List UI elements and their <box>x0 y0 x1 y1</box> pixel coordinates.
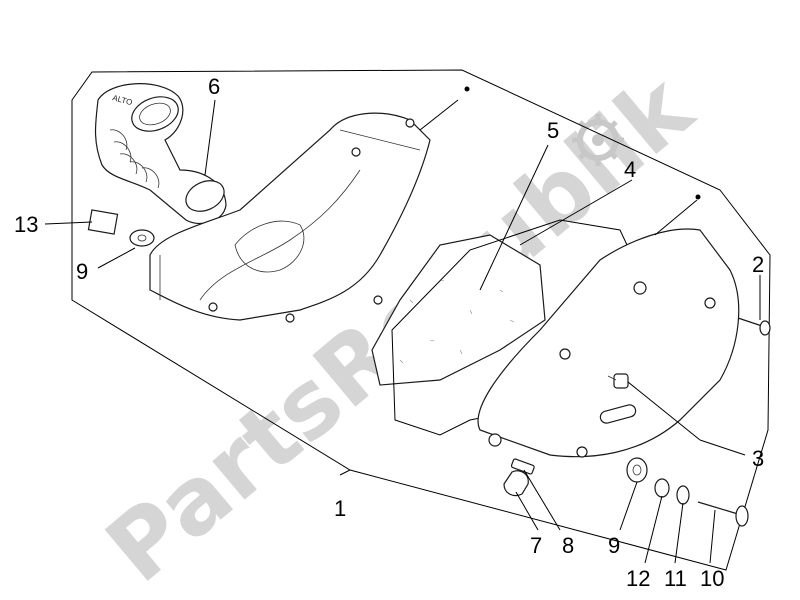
drain-fitting <box>510 458 535 475</box>
callout-9-left: 9 <box>76 259 88 284</box>
marker-dot <box>695 194 701 200</box>
callout-2: 2 <box>752 252 764 277</box>
cover-screw <box>607 373 629 389</box>
callout-12: 12 <box>626 566 650 591</box>
callout-7: 7 <box>530 533 542 558</box>
lock-washer-11 <box>676 485 690 505</box>
air-box-body <box>149 112 431 323</box>
callout-5: 5 <box>547 118 559 143</box>
callout-11: 11 <box>664 566 687 591</box>
callout-1: 1 <box>334 496 346 521</box>
callout-labels: 1 2 3 4 5 6 7 8 9 9 10 11 12 13 <box>14 74 764 591</box>
callout-4: 4 <box>624 157 636 182</box>
callout-13: 13 <box>14 212 38 237</box>
grommet-left <box>129 229 155 247</box>
filter-element <box>371 234 546 386</box>
gear-icon <box>572 114 624 166</box>
callout-3: 3 <box>752 446 764 471</box>
assembly-outline <box>71 69 771 571</box>
grommet-right <box>626 457 648 483</box>
bolt-10 <box>697 501 749 527</box>
marker-dot <box>464 86 470 92</box>
filter-cover <box>477 228 740 458</box>
callout-10: 10 <box>700 566 724 591</box>
intake-hose: ALTO <box>94 83 227 225</box>
callout-9-right: 9 <box>608 533 620 558</box>
screw-2 <box>737 317 771 336</box>
leader-lines <box>44 99 761 564</box>
clip-nut <box>87 209 119 235</box>
washer-12 <box>654 478 670 498</box>
drain-cap <box>503 470 529 497</box>
callout-8: 8 <box>562 533 574 558</box>
filter-speckle <box>399 279 515 364</box>
callout-6: 6 <box>208 74 220 99</box>
